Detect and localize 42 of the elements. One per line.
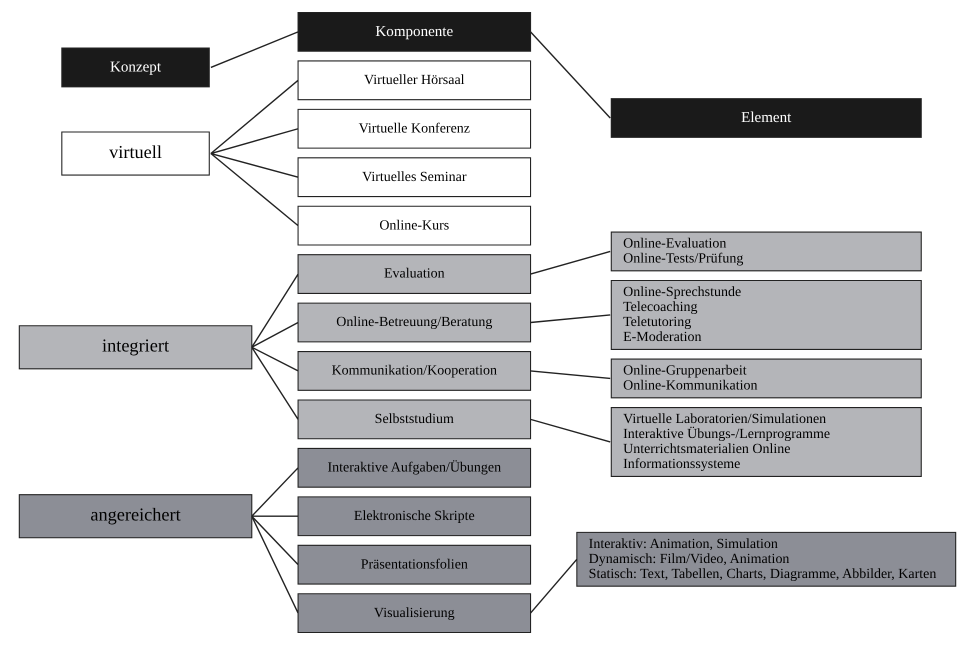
node-box: Virtuelles Seminar xyxy=(297,157,531,198)
connector xyxy=(250,322,298,348)
node-box: Komponente xyxy=(297,12,531,52)
node-box: Präsentationsfolien xyxy=(297,544,531,585)
connector xyxy=(210,31,298,68)
connector xyxy=(530,31,610,118)
node-box: Element xyxy=(610,98,922,138)
connector xyxy=(210,152,298,178)
connector xyxy=(250,467,298,517)
node-box: Interaktiv: Animation, Simulation Dynamisch: Film/Video, Animation Statisch: Text, Tabellen, Charts, Diagramme, Abbilder, Karten xyxy=(576,532,956,587)
node-box: Visualisierung xyxy=(297,593,531,634)
node-box: Virtuelle Laboratorien/Simulationen Interaktive Übungs-/Lernprogramme Unterrichtsmaterialien Online Informationssysteme xyxy=(610,407,922,477)
node-box: Interaktive Aufgaben/Übungen xyxy=(297,448,531,488)
connector xyxy=(530,370,610,380)
node-box: Selbststudium xyxy=(297,399,531,440)
node-box: Online-Gruppenarbeit Online-Kommunikation xyxy=(610,358,922,398)
connector xyxy=(250,274,298,348)
connector xyxy=(210,128,298,154)
node-box: Evaluation xyxy=(297,254,531,294)
node-box: virtuell xyxy=(60,131,210,176)
connector xyxy=(250,346,298,420)
connector xyxy=(250,346,298,372)
node-box: angereichert xyxy=(18,494,252,538)
node-box: Online-Evaluation Online-Tests/Prüfung xyxy=(610,232,922,272)
connector xyxy=(250,516,298,566)
connector xyxy=(530,250,610,275)
node-box: Elektronische Skripte xyxy=(297,496,531,536)
connector xyxy=(210,80,298,154)
connector xyxy=(250,516,298,614)
connector xyxy=(530,314,610,324)
node-box: Virtueller Hörsaal xyxy=(297,60,531,100)
node-box: integriert xyxy=(18,325,252,370)
connector xyxy=(210,152,298,226)
node-box: Online-Kurs xyxy=(297,206,531,246)
node-box: Online-Sprechstunde Telecoaching Teletutoring E-Moderation xyxy=(610,280,922,350)
node-box: Konzept xyxy=(60,48,210,88)
node-box: Kommunikation/Kooperation xyxy=(297,351,531,391)
connector xyxy=(251,516,298,517)
connector xyxy=(530,418,610,443)
node-box: Virtuelle Konferenz xyxy=(297,108,531,149)
node-box: Online-Betreuung/Beratung xyxy=(297,302,531,342)
connector xyxy=(530,558,577,614)
